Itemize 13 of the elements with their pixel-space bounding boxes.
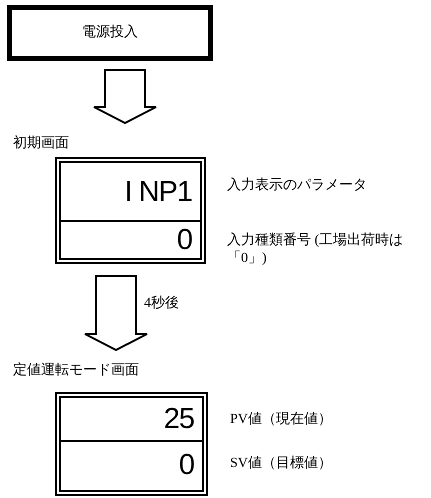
row-description: 入力表示のパラメータ	[227, 177, 367, 195]
display-row: 0	[61, 442, 202, 488]
row-description: 入力種類番号 (工場出荷時は「0」)	[227, 232, 404, 268]
row-description: SV値（目標値）	[230, 455, 332, 473]
block-arrow	[93, 69, 157, 124]
process-box: 電源投入	[7, 5, 213, 61]
row-description: PV値（現在値）	[230, 411, 332, 429]
screen-heading: 定値運転モード画面	[13, 362, 139, 380]
display-row: 0	[61, 222, 200, 258]
display-row: I NP1	[61, 163, 200, 222]
screen-heading: 初期画面	[13, 135, 69, 153]
display-row: 25	[61, 398, 202, 442]
block-arrow	[84, 275, 148, 352]
